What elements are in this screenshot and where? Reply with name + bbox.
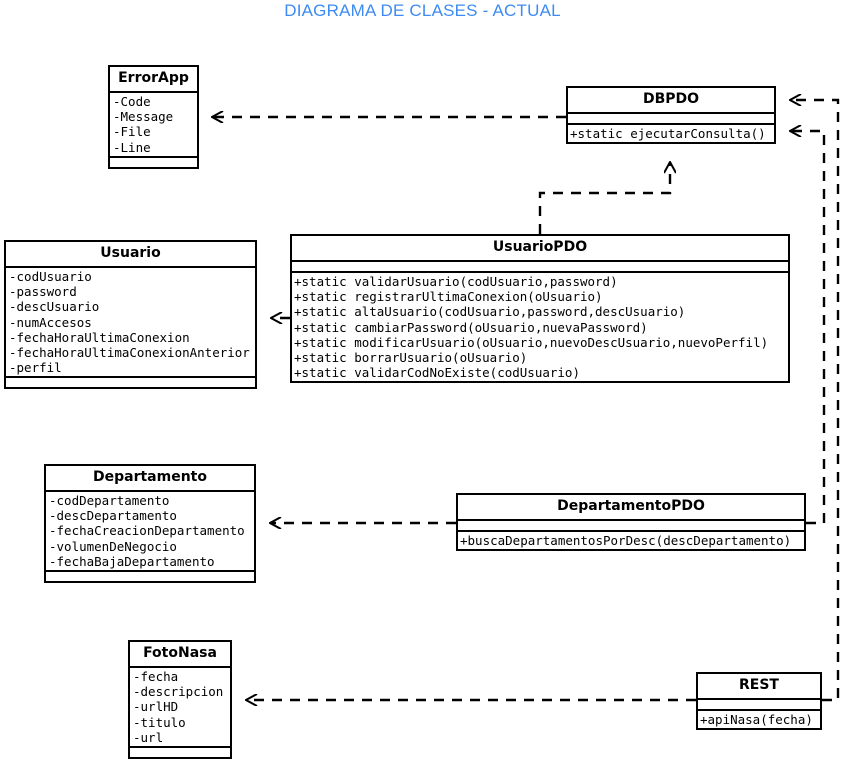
- attributes-dbpdo: [568, 114, 774, 123]
- compartment-divider: [698, 709, 820, 711]
- methods-departamento: [46, 572, 254, 581]
- attributes-departamentopdo: [458, 521, 804, 530]
- compartment-divider: [130, 666, 230, 668]
- connector-rest-dbpdo: [790, 100, 840, 702]
- methods-dbpdo: +static ejecutarConsulta(): [568, 125, 774, 142]
- compartment-divider: [46, 570, 254, 573]
- compartment-divider: [6, 266, 255, 268]
- compartment-divider: [568, 123, 774, 125]
- attribute-row: -Message: [113, 109, 174, 125]
- attributes-fotonasa: -fecha -descripcion -urlHD -titulo -url: [130, 668, 230, 746]
- class-name-fotonasa: FotoNasa: [143, 645, 217, 661]
- compartment-divider: [46, 490, 254, 492]
- attribute-row: -codDepartamento: [49, 493, 170, 508]
- method-row: +static modificarUsuario(oUsuario,nuevoD…: [294, 334, 769, 350]
- connector-usuariopdo-dbpdo: [538, 162, 670, 234]
- class-name-departamento: Departamento: [93, 469, 207, 485]
- attribute-row: -volumenDeNegocio: [49, 538, 177, 554]
- methods-usuariopdo: +static validarUsuario(codUsuario,passwo…: [292, 273, 788, 381]
- method-row: +static validarCodNoExiste(codUsuario): [294, 365, 580, 381]
- method-row: +static altaUsuario(codUsuario,password,…: [294, 304, 686, 320]
- compartment-divider: [458, 530, 804, 532]
- attribute-row: -codUsuario: [9, 269, 92, 284]
- attribute-row: -descUsuario: [9, 299, 100, 315]
- compartment-divider: [292, 260, 788, 262]
- compartment-divider: [458, 519, 804, 521]
- method-row: +static cambiarPassword(oUsuario,nuevaPa…: [294, 319, 648, 335]
- attribute-row: -File: [113, 124, 151, 140]
- class-name-usuario: Usuario: [100, 245, 161, 261]
- attribute-row: -descripcion: [133, 684, 224, 700]
- method-row: +static ejecutarConsulta(): [570, 126, 766, 141]
- attribute-row: -perfil: [9, 360, 62, 376]
- attribute-row: -numAccesos: [9, 314, 92, 330]
- attribute-row: -fechaHoraUltimaConexionAnterior: [9, 345, 250, 361]
- class-name-departamentopdo: DepartamentoPDO: [557, 498, 705, 514]
- method-row: +static validarUsuario(codUsuario,passwo…: [294, 274, 618, 289]
- attributes-departamento: -codDepartamento -descDepartamento -fech…: [46, 492, 254, 570]
- attributes-usuario: -codUsuario -password -descUsuario -numA…: [6, 268, 255, 376]
- class-name-errorapp: ErrorApp: [118, 70, 189, 86]
- compartment-divider: [292, 271, 788, 273]
- methods-departamentopdo: +buscaDepartamentosPorDesc(descDepartame…: [458, 532, 804, 549]
- class-name-dbpdo: DBPDO: [642, 91, 700, 107]
- compartment-divider: [110, 155, 197, 158]
- class-name-rest: REST: [739, 677, 779, 693]
- compartment-divider: [110, 91, 197, 93]
- attribute-row: -password: [9, 284, 77, 300]
- method-row: +apiNasa(fecha): [700, 712, 813, 727]
- methods-errorapp: [110, 158, 197, 167]
- attribute-row: -fechaHoraUltimaConexion: [9, 329, 190, 345]
- methods-usuario: [6, 378, 255, 387]
- attribute-row: -titulo: [133, 714, 186, 730]
- class-box-rest[interactable]: REST +apiNasa(fecha): [696, 672, 822, 731]
- compartment-divider: [6, 376, 255, 379]
- page-title: DIAGRAMA DE CLASES - ACTUAL: [284, 1, 561, 20]
- class-box-dbpdo[interactable]: DBPDO +static ejecutarConsulta(): [566, 86, 776, 145]
- compartment-divider: [130, 746, 230, 749]
- class-name-usuariopdo: UsuarioPDO: [492, 239, 588, 255]
- method-row: +static registrarUltimaConexion(oUsuario…: [294, 289, 603, 305]
- class-box-fotonasa[interactable]: FotoNasa -fecha -descripcion -urlHD -tit…: [128, 640, 232, 760]
- connector-departamentopdo-dbpdo: [790, 131, 826, 525]
- class-box-departamento[interactable]: Departamento -codDepartamento -descDepar…: [44, 464, 256, 584]
- attributes-usuariopdo: [292, 262, 788, 271]
- class-box-usuario[interactable]: Usuario -codUsuario -password -descUsuar…: [4, 240, 257, 390]
- attribute-row: -descDepartamento: [49, 508, 177, 524]
- method-row: +buscaDepartamentosPorDesc(descDepartame…: [460, 533, 792, 548]
- attribute-row: -Line: [113, 139, 151, 155]
- class-box-usuariopdo[interactable]: UsuarioPDO +static validarUsuario(codUsu…: [290, 234, 790, 384]
- compartment-divider: [568, 112, 774, 114]
- class-box-departamentopdo[interactable]: DepartamentoPDO +buscaDepartamentosPorDe…: [456, 493, 806, 552]
- methods-rest: +apiNasa(fecha): [698, 711, 820, 728]
- compartment-divider: [698, 698, 820, 700]
- method-row: +static borrarUsuario(oUsuario): [294, 350, 528, 366]
- attribute-row: -fecha: [133, 669, 179, 684]
- attributes-errorapp: -Code -Message -File -Line: [110, 93, 197, 156]
- attribute-row: -url: [133, 729, 164, 745]
- class-box-errorapp[interactable]: ErrorApp -Code -Message -File -Line: [108, 65, 199, 169]
- attribute-row: -fechaCreacionDepartamento: [49, 523, 245, 539]
- methods-fotonasa: [130, 748, 230, 757]
- attributes-rest: [698, 700, 820, 709]
- attribute-row: -fechaBajaDepartamento: [49, 553, 215, 569]
- attribute-row: -Code: [113, 94, 151, 109]
- attribute-row: -urlHD: [133, 699, 179, 715]
